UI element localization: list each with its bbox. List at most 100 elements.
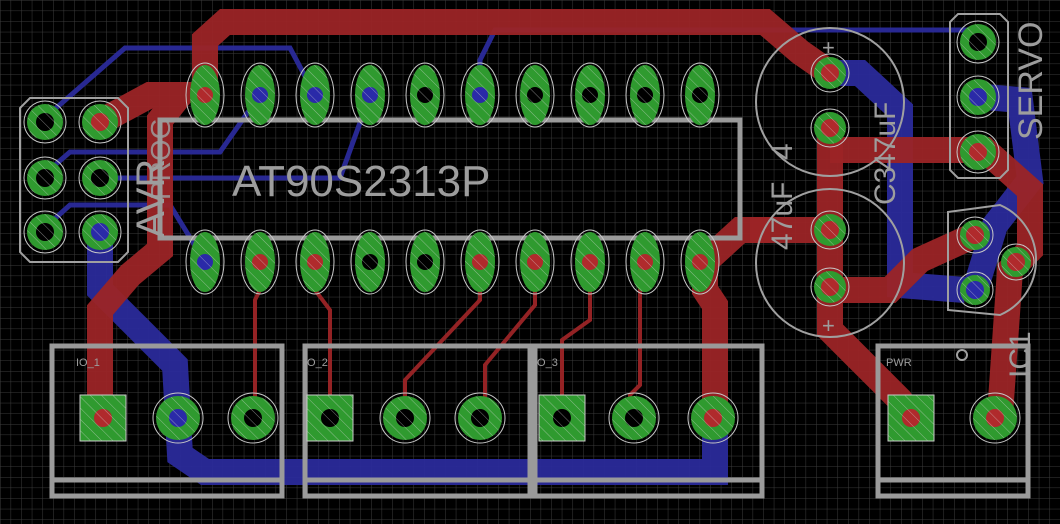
- cap-c3-plus: +: [822, 313, 835, 338]
- pad-outline: [185, 62, 225, 128]
- pad-hatch: [1001, 247, 1031, 277]
- pad-hatch: [355, 232, 385, 292]
- pad-outline: [608, 392, 660, 444]
- pin1-marker: [956, 349, 968, 361]
- pad-hatch: [190, 232, 220, 292]
- pad-outline: [680, 229, 720, 295]
- pad-hatch: [612, 396, 656, 440]
- pad-outline: [350, 229, 390, 295]
- pad-hatch: [306, 394, 354, 442]
- pad-hatch: [973, 396, 1017, 440]
- isp-label-large: AVR: [129, 159, 173, 238]
- pad-hatch: [520, 232, 550, 292]
- isp-label-small: PROG: [145, 118, 176, 200]
- ic-outline: [157, 117, 743, 241]
- cap-c4-index: 4: [766, 143, 799, 160]
- pad-outline: [405, 62, 445, 128]
- pads-layer: [23, 20, 1035, 444]
- pad-outline: [152, 392, 204, 444]
- pad-hatch: [960, 24, 996, 60]
- pad-outline: [956, 130, 1000, 174]
- terminal-io2-outline: [302, 343, 538, 499]
- pad-outline: [956, 20, 1000, 64]
- terminal-label-io1: IO_1: [76, 357, 100, 369]
- cap-c3-outline: [755, 188, 905, 338]
- pad-hatch: [300, 65, 330, 125]
- pad-outline: [78, 156, 122, 200]
- pad-outline: [680, 62, 720, 128]
- ic-label: AT90S2313P: [232, 157, 490, 206]
- silkscreen-layer: [19, 13, 1038, 499]
- terminal-io3-outline: [527, 343, 765, 499]
- pad-hatch: [245, 232, 275, 292]
- pad-hatch: [79, 394, 127, 442]
- pad-hatch: [691, 396, 735, 440]
- pad-outline: [23, 156, 67, 200]
- pad-outline: [810, 53, 850, 93]
- pad-hatch: [814, 112, 846, 144]
- pad-hatch: [82, 104, 118, 140]
- pad-hatch: [300, 232, 330, 292]
- cap-c3-value: 47uF: [869, 102, 902, 170]
- pad-hatch: [82, 214, 118, 250]
- pad-outline: [625, 229, 665, 295]
- pad-hatch: [156, 396, 200, 440]
- cap-c4-plus: +: [822, 35, 835, 60]
- pad-hatch: [960, 79, 996, 115]
- terminal-io1-outline: [49, 343, 285, 499]
- pad-outline: [295, 62, 335, 128]
- pad-outline: [185, 229, 225, 295]
- top-trace-vcc: [192, 9, 838, 95]
- pad-hatch: [887, 394, 935, 442]
- pad-hatch: [465, 232, 495, 292]
- pad-outline: [625, 62, 665, 128]
- pad-outline: [23, 210, 67, 254]
- cap-c4-value: 47uF: [766, 182, 799, 250]
- pad-hatch: [814, 271, 846, 303]
- pad-hatch: [355, 65, 385, 125]
- terminal-pwr-outline: [875, 343, 1031, 499]
- pad-outline: [460, 62, 500, 128]
- pad-outline: [969, 392, 1021, 444]
- pad-hatch: [960, 220, 990, 250]
- bottom-trace-gnd: [830, 60, 966, 303]
- pad-hatch: [630, 65, 660, 125]
- pad-outline: [240, 229, 280, 295]
- pad-outline: [454, 392, 506, 444]
- terminal-label-io2: IO_2: [304, 357, 328, 369]
- pad-hatch: [960, 134, 996, 170]
- pad-hatch: [27, 214, 63, 250]
- pad-outline: [227, 392, 279, 444]
- pad-outline: [78, 100, 122, 144]
- pad-hatch: [465, 65, 495, 125]
- pad-hatch: [410, 65, 440, 125]
- pad-outline: [810, 210, 850, 250]
- servo-header-outline: [949, 13, 1009, 179]
- pad-outline: [405, 229, 445, 295]
- pad-hatch: [814, 57, 846, 89]
- pad-hatch: [410, 232, 440, 292]
- pad-outline: [23, 100, 67, 144]
- terminal-label-pwr: PWR: [886, 357, 912, 369]
- pad-outline: [78, 210, 122, 254]
- servo-label: SERVO: [1012, 22, 1050, 140]
- pad-outline: [515, 229, 555, 295]
- pad-outline: [810, 108, 850, 148]
- pad-outline: [570, 62, 610, 128]
- pad-hatch: [383, 396, 427, 440]
- terminal-label-io3: IO_3: [534, 357, 558, 369]
- pad-hatch: [245, 65, 275, 125]
- pad-hatch: [190, 65, 220, 125]
- pad-hatch: [630, 232, 660, 292]
- pad-outline: [295, 229, 335, 295]
- pad-hatch: [685, 65, 715, 125]
- pad-outline: [515, 62, 555, 128]
- pad-outline: [997, 243, 1035, 281]
- pad-outline: [350, 62, 390, 128]
- pad-outline: [240, 62, 280, 128]
- pad-hatch: [575, 232, 605, 292]
- pad-outline: [460, 229, 500, 295]
- top-trace: [830, 137, 1043, 416]
- pad-outline: [810, 267, 850, 307]
